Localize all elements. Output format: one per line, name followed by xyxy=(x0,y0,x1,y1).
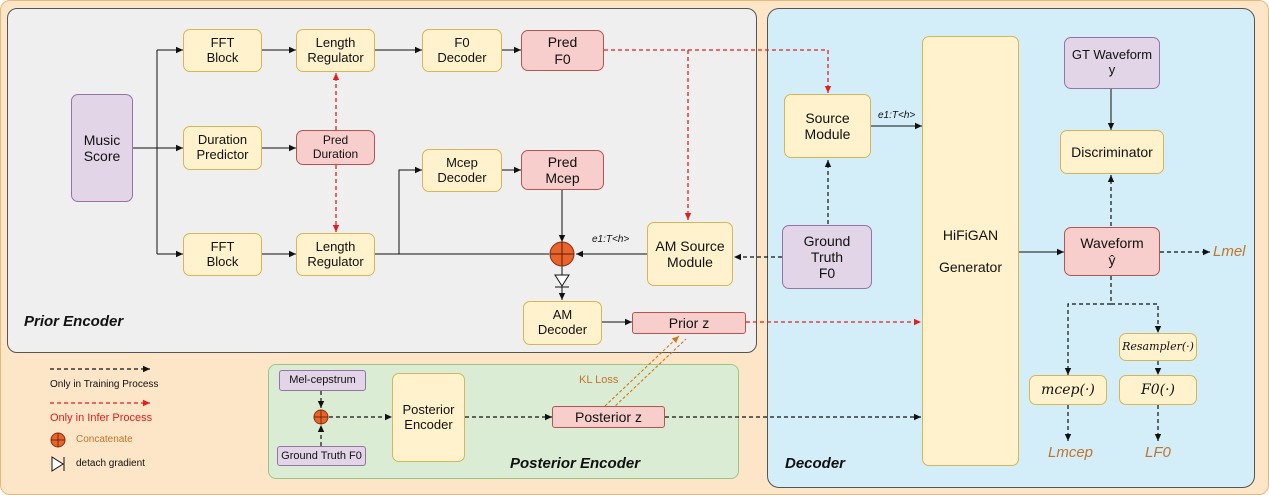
fft-block-top: FFT Block xyxy=(183,29,262,72)
ground-truth-f0-block: Ground Truth F0 xyxy=(782,225,872,289)
gt-waveform-block: GT Waveform y xyxy=(1064,37,1160,89)
am-embedding-label: e1:T<h> xyxy=(592,234,630,245)
pred-f0-block: Pred F0 xyxy=(521,30,604,71)
f0-loss-label: LF0 xyxy=(1145,444,1171,461)
f0-function-block: F0(·) xyxy=(1119,375,1197,405)
posterior-encoder-title: Posterior Encoder xyxy=(510,455,641,472)
duration-predictor-block: Duration Predictor xyxy=(183,126,262,170)
discriminator-block: Discriminator xyxy=(1060,130,1164,174)
pred-duration-block: Pred Duration xyxy=(296,130,375,165)
kl-loss-label: KL Loss xyxy=(579,374,619,386)
legend-training-label: Only in Training Process xyxy=(50,379,159,390)
resampler-block: Resampler(·) xyxy=(1119,333,1197,361)
decoder-title: Decoder xyxy=(785,455,846,472)
legend-concatenate-icon xyxy=(50,432,66,448)
mcep-loss-label: Lmcep xyxy=(1048,444,1094,461)
hifigan-generator-block: HiFiGAN Generator xyxy=(922,36,1019,466)
prior-z-block: Prior z xyxy=(632,312,746,334)
music-score-block: Music Score xyxy=(71,94,133,202)
legend-infer-label: Only in Infer Process xyxy=(50,412,153,424)
fft-block-bottom: FFT Block xyxy=(183,233,262,276)
f0-decoder-block: F0 Decoder xyxy=(422,29,502,72)
legend-detach-icon xyxy=(51,456,65,472)
prior-encoder-title: Prior Encoder xyxy=(24,313,124,330)
ground-truth-f0-posterior-block: Ground Truth F0 xyxy=(277,446,366,466)
concatenate-node xyxy=(549,241,575,267)
am-decoder-block: AM Decoder xyxy=(523,301,602,345)
legend-detach-label: detach gradient xyxy=(76,458,145,469)
mcep-decoder-block: Mcep Decoder xyxy=(422,149,502,192)
waveform-block: Waveform ŷ xyxy=(1064,227,1160,276)
mel-loss-label: Lmel xyxy=(1213,243,1246,260)
posterior-encoder-block: Posterior Encoder xyxy=(392,373,465,462)
length-regulator-bottom: Length Regulator xyxy=(296,233,375,276)
length-regulator-top: Length Regulator xyxy=(296,29,375,72)
mel-cepstrum-block: Mel-cepstrum xyxy=(279,370,366,391)
pred-mcep-block: Pred Mcep xyxy=(521,150,604,190)
am-source-module-block: AM Source Module xyxy=(647,222,733,286)
posterior-z-block: Posterior z xyxy=(552,406,665,428)
source-module-block: Source Module xyxy=(784,94,871,158)
detach-gradient-icon xyxy=(554,274,570,288)
mcep-function-block: mcep(·) xyxy=(1029,375,1107,405)
legend-concatenate-label: Concatenate xyxy=(76,434,133,445)
concatenate-node-posterior xyxy=(313,409,329,425)
source-embedding-label: e1:T<h> xyxy=(878,110,916,121)
